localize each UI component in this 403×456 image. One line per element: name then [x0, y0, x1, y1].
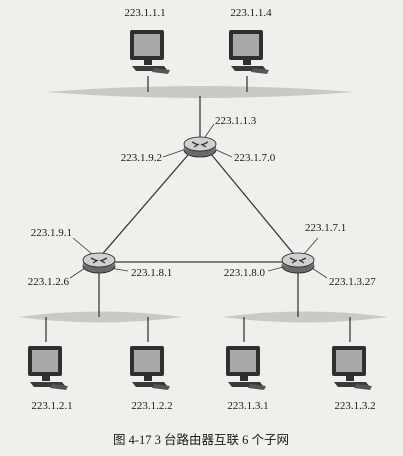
host-address-label: 223.1.1.1	[124, 7, 165, 19]
router-r3	[281, 252, 315, 274]
computer-icon	[229, 30, 269, 74]
router-icon	[82, 252, 116, 274]
interface-address-label: 223.1.9.1	[31, 227, 72, 239]
router-icon	[281, 252, 315, 274]
router-r2	[82, 252, 116, 274]
interface-address-label: 223.1.1.3	[215, 115, 257, 127]
interface-address-label: 223.1.8.0	[224, 267, 266, 279]
interface-address-label: 223.1.3.27	[329, 276, 376, 288]
link-r1-r3	[205, 147, 298, 259]
interface-address-label: 223.1.8.1	[131, 267, 172, 279]
host-address-label: 223.1.1.4	[230, 7, 272, 19]
computer-icon	[130, 30, 170, 74]
host-address-label: 223.1.2.2	[131, 400, 172, 412]
link-r1-r2	[98, 147, 195, 259]
router-icon	[183, 136, 217, 158]
interface-address-label: 223.1.9.2	[121, 152, 162, 164]
host-address-label: 223.1.3.1	[227, 400, 268, 412]
lan-segment-top	[45, 86, 355, 98]
interface-address-label: 223.1.7.1	[305, 222, 346, 234]
computer-icon	[226, 346, 266, 390]
lan-segment-right	[222, 311, 388, 323]
host-address-label: 223.1.2.1	[31, 400, 72, 412]
figure-caption: 图 4-17 3 台路由器互联 6 个子网	[113, 432, 289, 447]
computer-icon	[130, 346, 170, 390]
host-address-label: 223.1.3.2	[334, 400, 375, 412]
computer-icon	[28, 346, 68, 390]
lan-segment-left	[18, 311, 182, 323]
router-r1	[183, 136, 217, 158]
interface-address-label: 223.1.7.0	[234, 152, 276, 164]
interface-address-label: 223.1.2.6	[28, 276, 70, 288]
computer-icon	[332, 346, 372, 390]
